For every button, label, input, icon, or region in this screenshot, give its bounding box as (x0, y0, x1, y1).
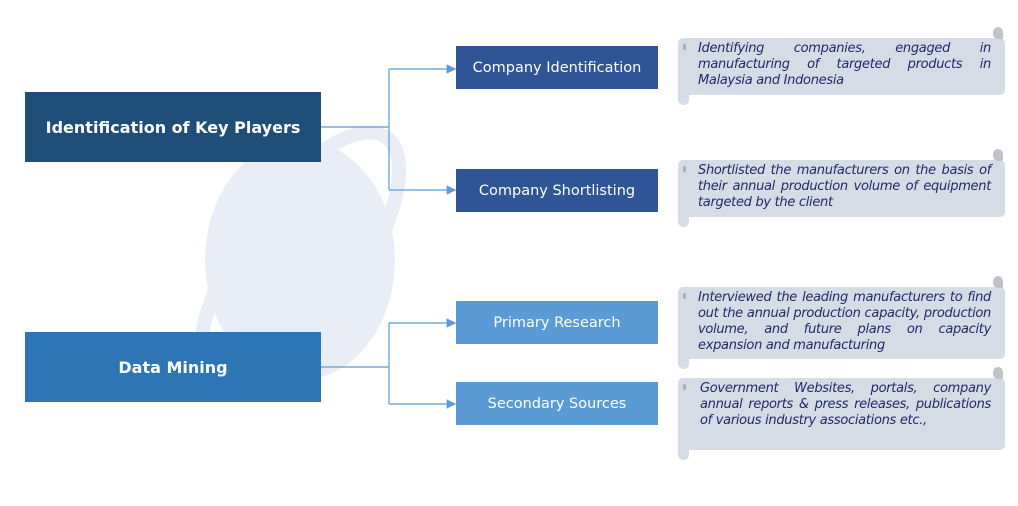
box-company-shortlisting: Company Shortlisting (456, 169, 658, 212)
box-label: Data Mining (118, 357, 228, 377)
box-identification-of-key-players: Identification of Key Players (25, 92, 321, 162)
box-label: Company Shortlisting (478, 182, 636, 199)
box-label: Company Identification (472, 59, 642, 76)
note-secondary-sources: Government Websites, portals, company an… (678, 367, 1005, 460)
box-label: Secondary Sources (487, 395, 627, 412)
box-primary-research: Primary Research (456, 301, 658, 344)
connector-trunk-1 (321, 69, 390, 190)
note-text: Shortlisted the manufacturers on the bas… (698, 163, 991, 210)
box-company-identification: Company Identification (456, 46, 658, 89)
box-label: Identification of Key Players (45, 117, 301, 137)
box-secondary-sources: Secondary Sources (456, 382, 658, 425)
note-text: Identifying companies, engaged in manufa… (698, 41, 991, 88)
note-text: Government Websites, portals, company an… (700, 381, 991, 428)
note-text: Interviewed the leading manufacturers to… (698, 290, 991, 353)
box-data-mining: Data Mining (25, 332, 321, 402)
note-company-shortlisting: Shortlisted the manufacturers on the bas… (678, 149, 1005, 227)
note-primary-research: Interviewed the leading manufacturers to… (678, 276, 1005, 369)
box-label: Primary Research (493, 314, 621, 331)
connector-trunk-2 (321, 323, 390, 404)
note-company-identification: Identifying companies, engaged in manufa… (678, 27, 1005, 105)
